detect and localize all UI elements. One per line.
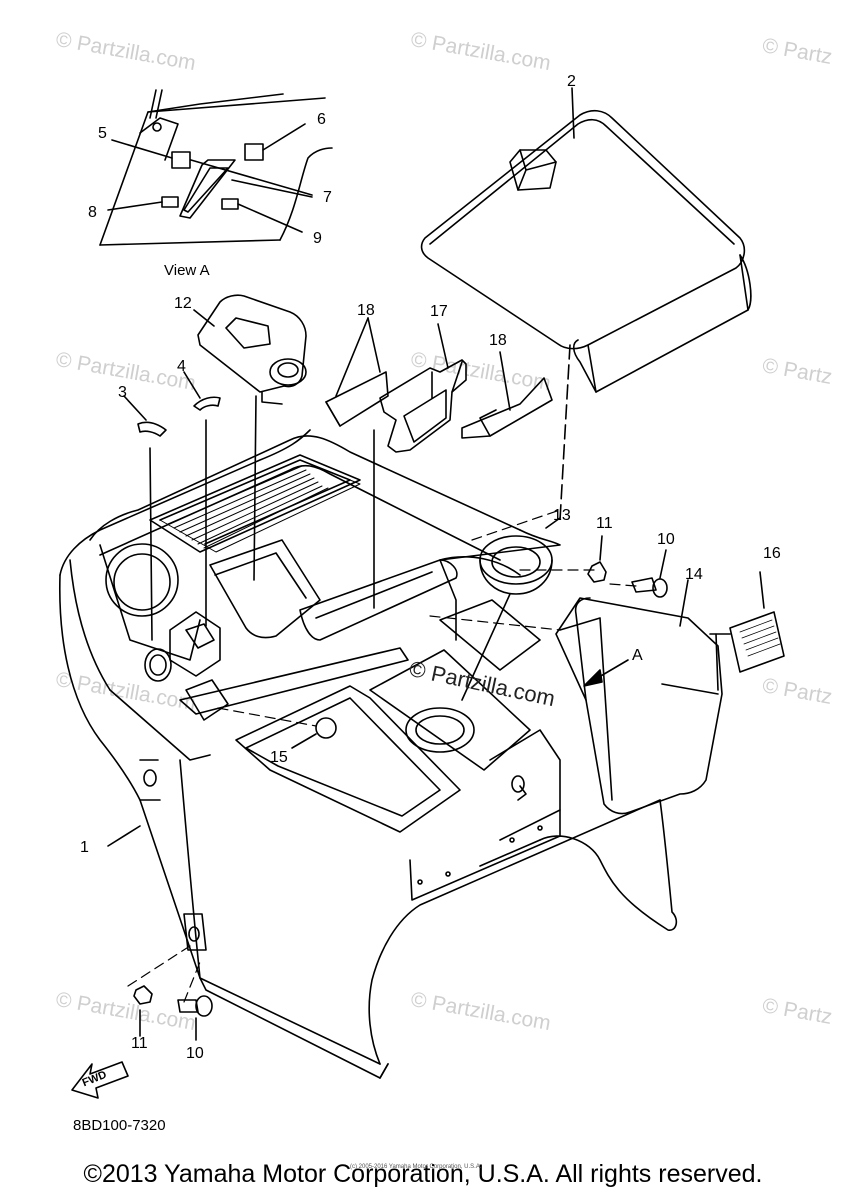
callout-10-left: 10 [186,1045,204,1062]
small-copyright: (c) 2005-2016 Yamaha Motor Corporation, … [350,1164,482,1170]
diagram-code: 8BD100-7320 [73,1117,166,1134]
callout-14: 14 [685,566,703,583]
part-18-pad-left [325,371,389,427]
callout-5: 5 [98,125,107,142]
callout-18-right: 18 [489,332,507,349]
copyright-text: ©2013 Yamaha Motor Corporation, U.S.A. A… [83,1160,763,1188]
callout-1: 1 [80,839,89,856]
callout-10-right: 10 [657,531,675,548]
callout-11-right: 11 [596,515,613,532]
callout-17: 17 [430,303,448,320]
part-11-nut-right [587,535,607,583]
callout-16: 16 [763,545,781,562]
callout-12: 12 [174,295,192,312]
part-13-grommet [461,517,561,701]
callout-4: 4 [177,358,186,375]
callout-8: 8 [88,204,97,221]
part-11-nut-left [133,985,153,1037]
part-12-cover [193,294,307,581]
callout-3: 3 [118,384,127,401]
view-a-inset [99,89,333,246]
part-16-label [729,571,785,673]
part-1-console [58,429,678,1079]
callout-2: 2 [567,73,576,90]
callout-9: 9 [313,230,322,247]
callout-13: 13 [553,507,571,524]
callout-18-top: 18 [357,302,375,319]
part-4-emblem [183,371,221,627]
callout-11-left: 11 [131,1035,148,1052]
callout-15: 15 [270,749,288,766]
part-2-lid [420,87,752,521]
part-18-pad-right [461,377,553,439]
part-15-plug [291,717,337,749]
part-17-bracket [379,323,467,453]
part-10-bolt-right [631,549,668,598]
view-a-arrow [583,659,629,687]
view-a-arrow-label: A [632,647,643,664]
part-14-panel [555,579,731,815]
view-a-label: View A [164,262,210,279]
fwd-arrow-icon [71,1061,129,1099]
part-10-bolt-left [177,995,213,1041]
callout-6: 6 [317,111,326,128]
callout-7: 7 [323,189,332,206]
